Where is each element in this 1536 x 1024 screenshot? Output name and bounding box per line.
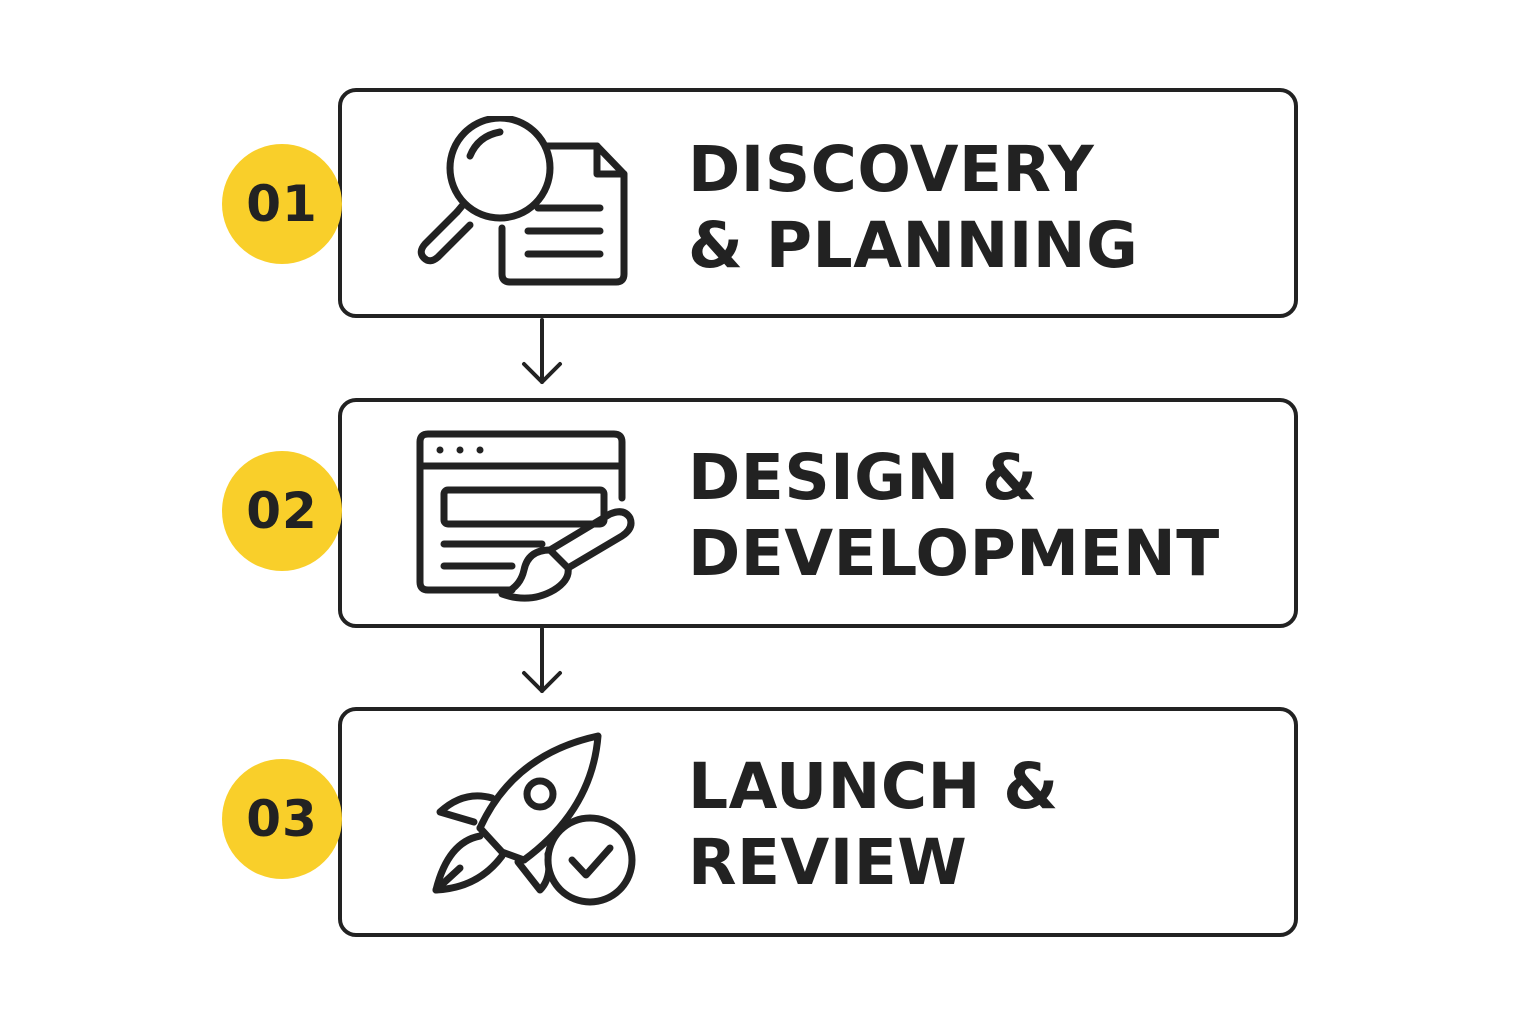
step-title: LAUNCH & REVIEW [688,749,1059,901]
step-title-line: LAUNCH & [688,750,1059,823]
step-number-badge: 02 [222,451,342,571]
down-arrow-icon [522,318,562,384]
magnifier-document-icon [417,116,628,286]
step-title-line: REVIEW [688,826,968,899]
step-title-line: DEVELOPMENT [688,517,1220,590]
down-arrow-icon [522,627,562,693]
step-title-line: DISCOVERY [688,133,1095,206]
browser-brush-icon [416,430,635,602]
step-title-line: DESIGN & [688,441,1038,514]
rocket-check-icon [432,732,636,906]
step-number-badge: 01 [222,144,342,264]
step-number-badge: 03 [222,759,342,879]
step-title: DISCOVERY & PLANNING [688,132,1138,284]
step-title: DESIGN & DEVELOPMENT [688,440,1220,592]
step-title-line: & PLANNING [688,209,1139,282]
step-card-launch [338,707,1298,937]
